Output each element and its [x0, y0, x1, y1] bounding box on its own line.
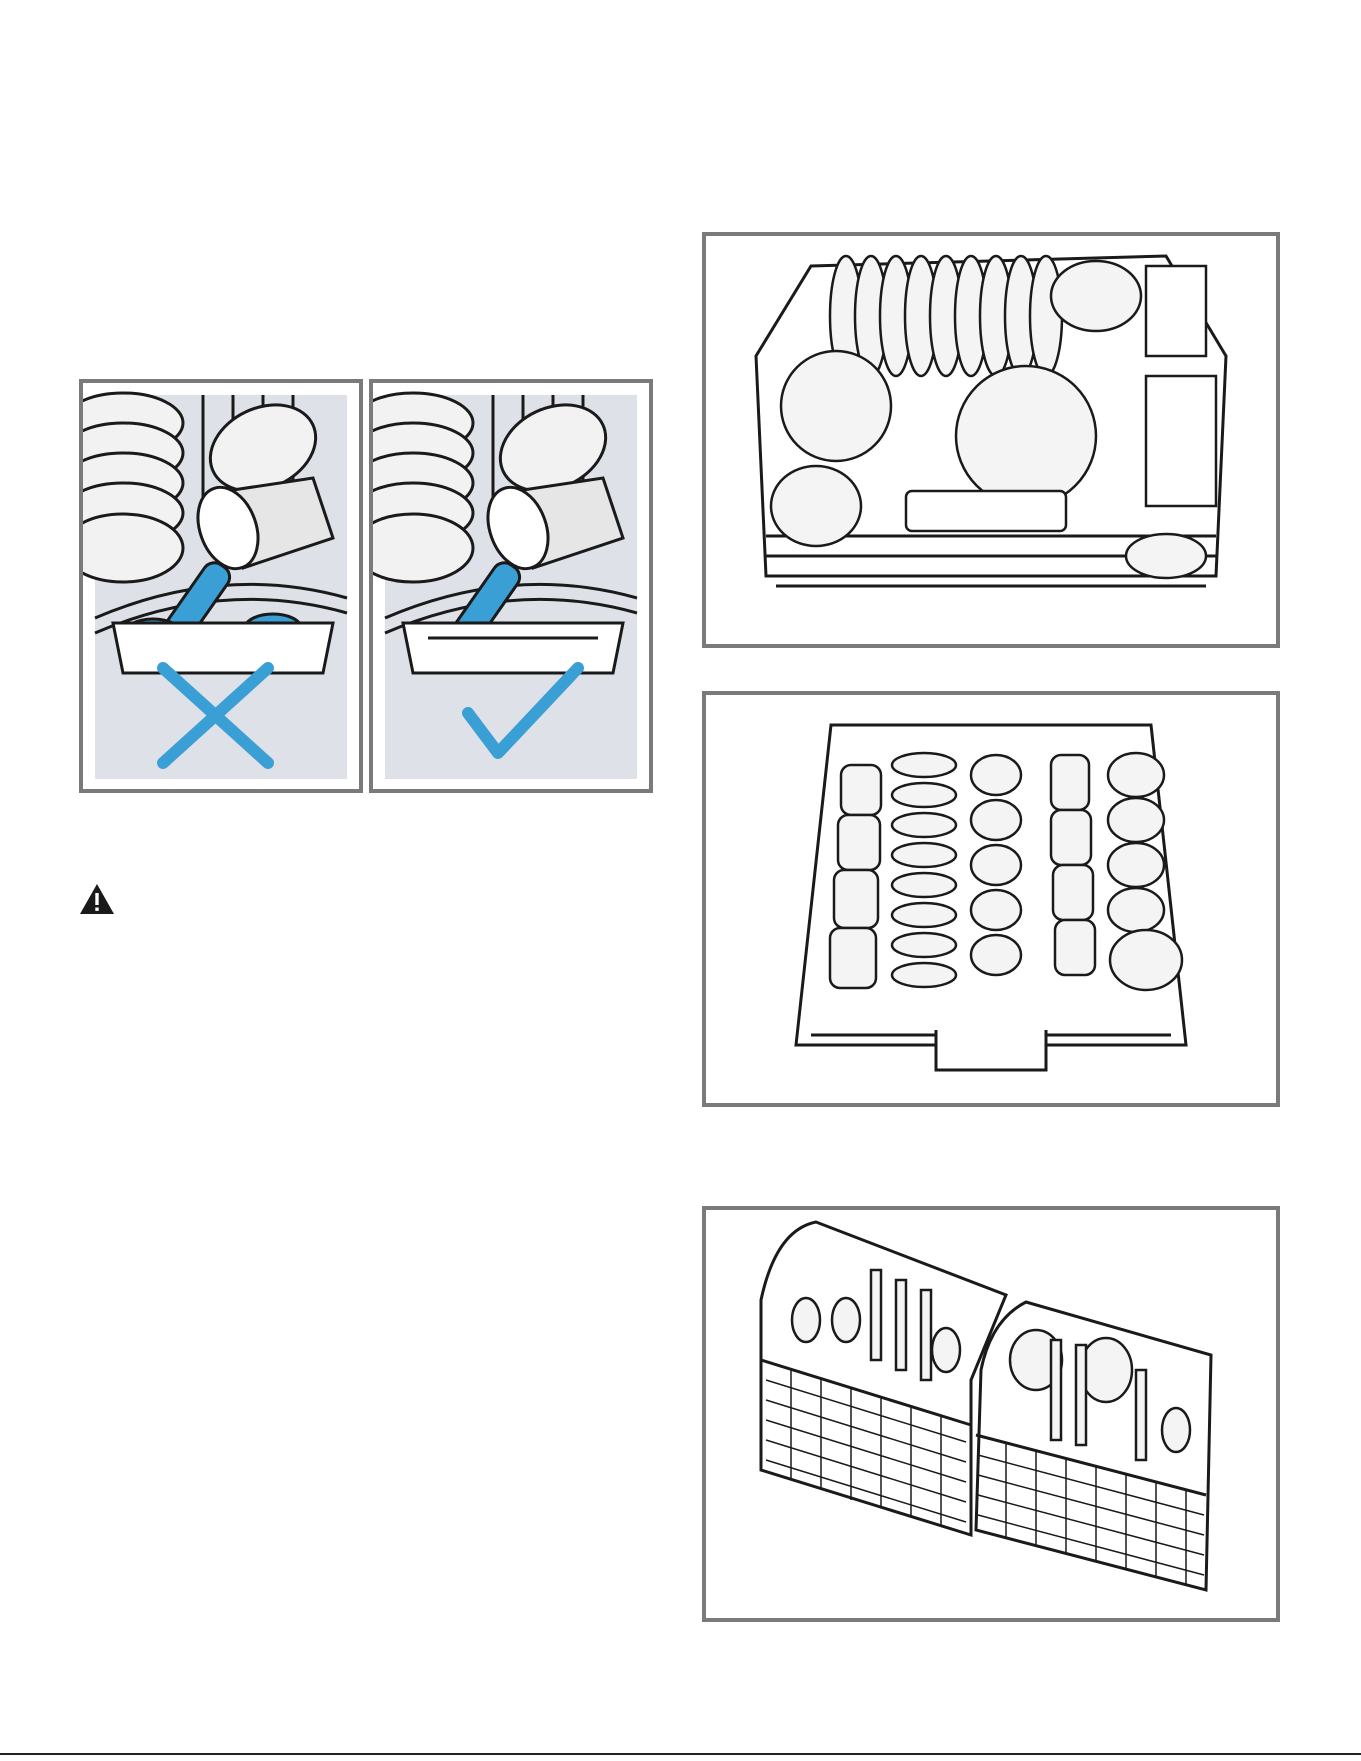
tray: [906, 491, 1066, 531]
tray: [403, 623, 623, 673]
pan-correct-drawing: [373, 383, 649, 789]
page-bottom-rule: [0, 1753, 1361, 1755]
stacked-plates: [83, 393, 183, 582]
pan-correct-illustration: [369, 379, 653, 793]
pan-incorrect-drawing: [83, 383, 359, 789]
warning-triangle-icon: [79, 883, 115, 915]
glasses-right: [1051, 755, 1095, 975]
lower-rack-drawing: [706, 236, 1276, 644]
cutlery-baskets-drawing: [706, 1210, 1276, 1618]
basket-left: [761, 1222, 1006, 1535]
glasses-left: [830, 765, 881, 988]
lower-rack-illustration: [702, 232, 1280, 648]
saucers: [892, 753, 956, 987]
upper-rack-illustration: [702, 691, 1280, 1107]
tray: [113, 623, 333, 673]
cutlery-baskets-illustration: [702, 1206, 1280, 1622]
upper-rack-drawing: [706, 695, 1276, 1103]
pan-incorrect-illustration: [79, 379, 363, 793]
cutlery-basket: [1146, 266, 1216, 506]
stacked-plates: [373, 393, 473, 582]
